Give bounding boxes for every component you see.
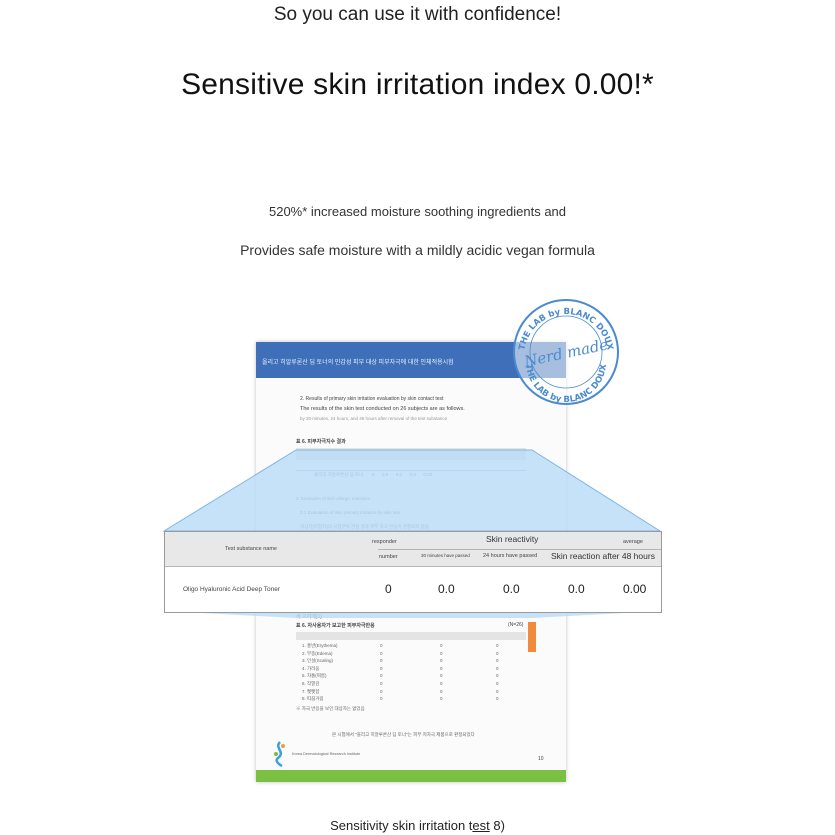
row-24h: 0.0 (503, 582, 520, 596)
report-table2-rows: 1. 홍반(Erythema)2. 부종(Edema)3. 인설(Scaling… (302, 643, 338, 702)
row-responder: 0 (385, 582, 392, 596)
caption: Sensitivity skin irritation test 8) (0, 818, 835, 833)
header-divider (378, 549, 661, 550)
report-table-title: 표 6. 피부자극지수 결과 (296, 439, 346, 445)
col-test-substance: Test substance name (225, 546, 277, 552)
institute-logo-icon (274, 741, 285, 768)
report-header-text: 올리고 히알루론산 딥 토너의 민감성 피부 대상 피부자극에 대한 인체적용시… (262, 360, 454, 366)
intro-line: So you can use it with confidence! (273, 4, 562, 25)
report-section-line: The results of the skin test conducted o… (300, 406, 465, 412)
institute-name: Korea Dermatological Research Institute (292, 752, 361, 756)
report-footer-bar (256, 770, 566, 782)
header-bottom-rule (165, 566, 661, 567)
lab-stamp-icon: THE LAB by BLANC DOUX THE LAB by BLANC D… (513, 299, 619, 405)
report-table-divider (296, 470, 526, 471)
caption-post: 8) (489, 818, 505, 833)
col-48h: Skin reaction after 48 hours (551, 551, 655, 561)
col-responder-sub: number (379, 554, 398, 560)
report-text-line: by 30 minutes, 24 hours, and 48 hours af… (300, 416, 448, 421)
col-responder: responder (372, 539, 397, 545)
row-test-substance: Oligo Hyaluronic Acid Deep Toner (183, 586, 281, 593)
report-table2-count: (N=26) (508, 622, 524, 628)
report-page-number: 10 (538, 756, 544, 762)
report-text-line: 3.1 Evaluation of skin primary irritatio… (300, 510, 401, 515)
col-24h: 24 hours have passed (483, 553, 538, 559)
col-average: average (623, 539, 643, 545)
row-48h: 0.0 (568, 582, 585, 596)
report-orange-tab (528, 622, 536, 652)
headline: Sensitive skin irritation index 0.00!* (181, 68, 654, 101)
description-line-2: Provides safe moisture with a mildly aci… (240, 242, 595, 258)
report-table-row: 올리고 히알루론산 딥 토너 0 0.0 0.0 0.0 0.00 (314, 472, 433, 477)
col-30min: 30 minutes have passed (421, 553, 470, 558)
report-section-title: 2. Results of primary skin irritation ev… (300, 396, 444, 402)
row-average: 0.00 (623, 582, 647, 596)
report-text-line: 대상자(피험자)의 시험부위 관찰 결과 피부 자극 반응이 관찰되지 않음 (300, 524, 429, 529)
description-line-1: 520%* increased moisture soothing ingred… (268, 204, 567, 219)
row-30min: 0.0 (438, 582, 455, 596)
report-table2-title: 표 6. 자사용자가 보고한 피부자극반응 (296, 623, 375, 629)
caption-underlined: est (472, 818, 490, 833)
report-footnote: ※ 자극 반응을 보인 대상자는 없었음 (296, 706, 365, 711)
report-conclusion: 본 시험에서 "올리고 히알루론산 딥 토너"는 피부 저자극 제품으로 판정되… (332, 732, 475, 737)
report-table2-header (296, 632, 526, 640)
report-table-header (296, 448, 526, 460)
magnified-results-table: Test substance name responder number Ski… (164, 531, 662, 613)
report-text-line: 3. Examples of skin allergic reactions (296, 496, 371, 501)
col-skin-reactivity: Skin reactivity (486, 534, 539, 544)
report-note: 세 고지에(1) (296, 614, 322, 620)
caption-pre: Sensitivity skin irritation t (330, 818, 473, 833)
